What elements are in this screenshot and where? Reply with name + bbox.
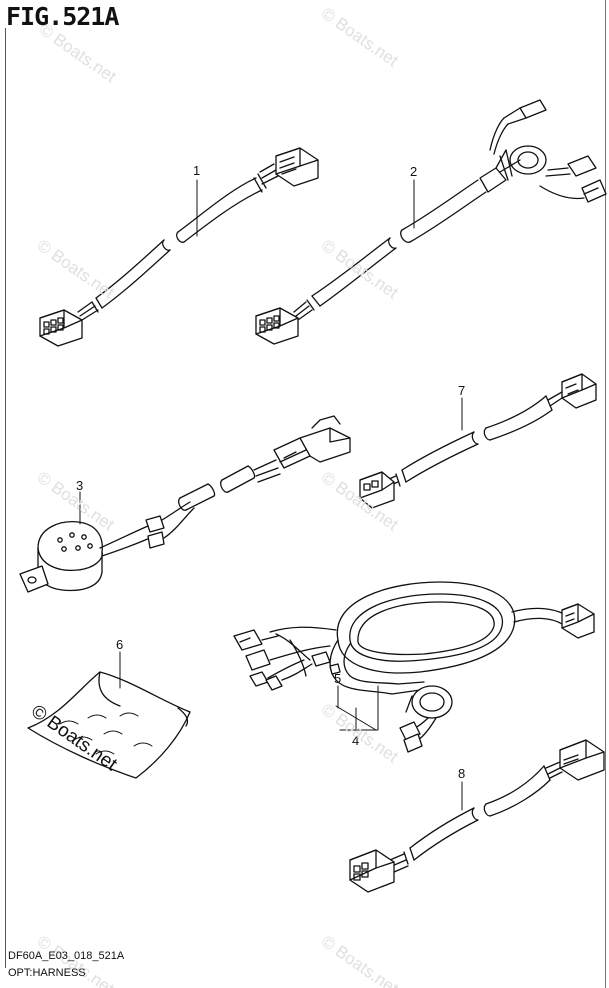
part-number-5: 5 [334,671,341,686]
part-number-2: 2 [410,164,417,179]
buzzer-assembly-3[interactable] [19,415,351,593]
frame-left-border [5,28,6,968]
frame-right-border [605,0,606,988]
watermark-text: © Boats.net [318,236,402,303]
part-number-8: 8 [458,766,465,781]
wiring-harness-1[interactable] [39,147,319,347]
wiring-harness-8[interactable] [349,739,605,893]
wiring-harness-2[interactable] [255,99,607,345]
footer-diagram-name: OPT:HARNESS [8,967,86,979]
watermark-text: © Boats.net [318,932,402,988]
watermark-text: © Boats.net [34,236,118,303]
watermark-text: © Boats.net [318,700,402,767]
fuse-5[interactable] [329,663,341,709]
watermark-text: © Boats.net [36,20,120,87]
watermark-text: © Boats.net [318,4,402,71]
part-number-7: 7 [458,383,465,398]
figure-title: FIG.521A [6,2,119,31]
part-number-4: 4 [352,733,359,748]
part-number-1: 1 [193,163,200,178]
part-number-6: 6 [116,637,123,652]
instruction-bag-6[interactable] [27,651,191,779]
wiring-harness-4[interactable] [233,581,595,753]
part-number-3: 3 [76,478,83,493]
footer-diagram-code: DF60A_E03_018_521A [8,950,125,962]
wiring-harness-7[interactable] [359,373,597,509]
watermark-group: © Boats.net © Boats.net © Boats.net © Bo… [34,4,402,988]
